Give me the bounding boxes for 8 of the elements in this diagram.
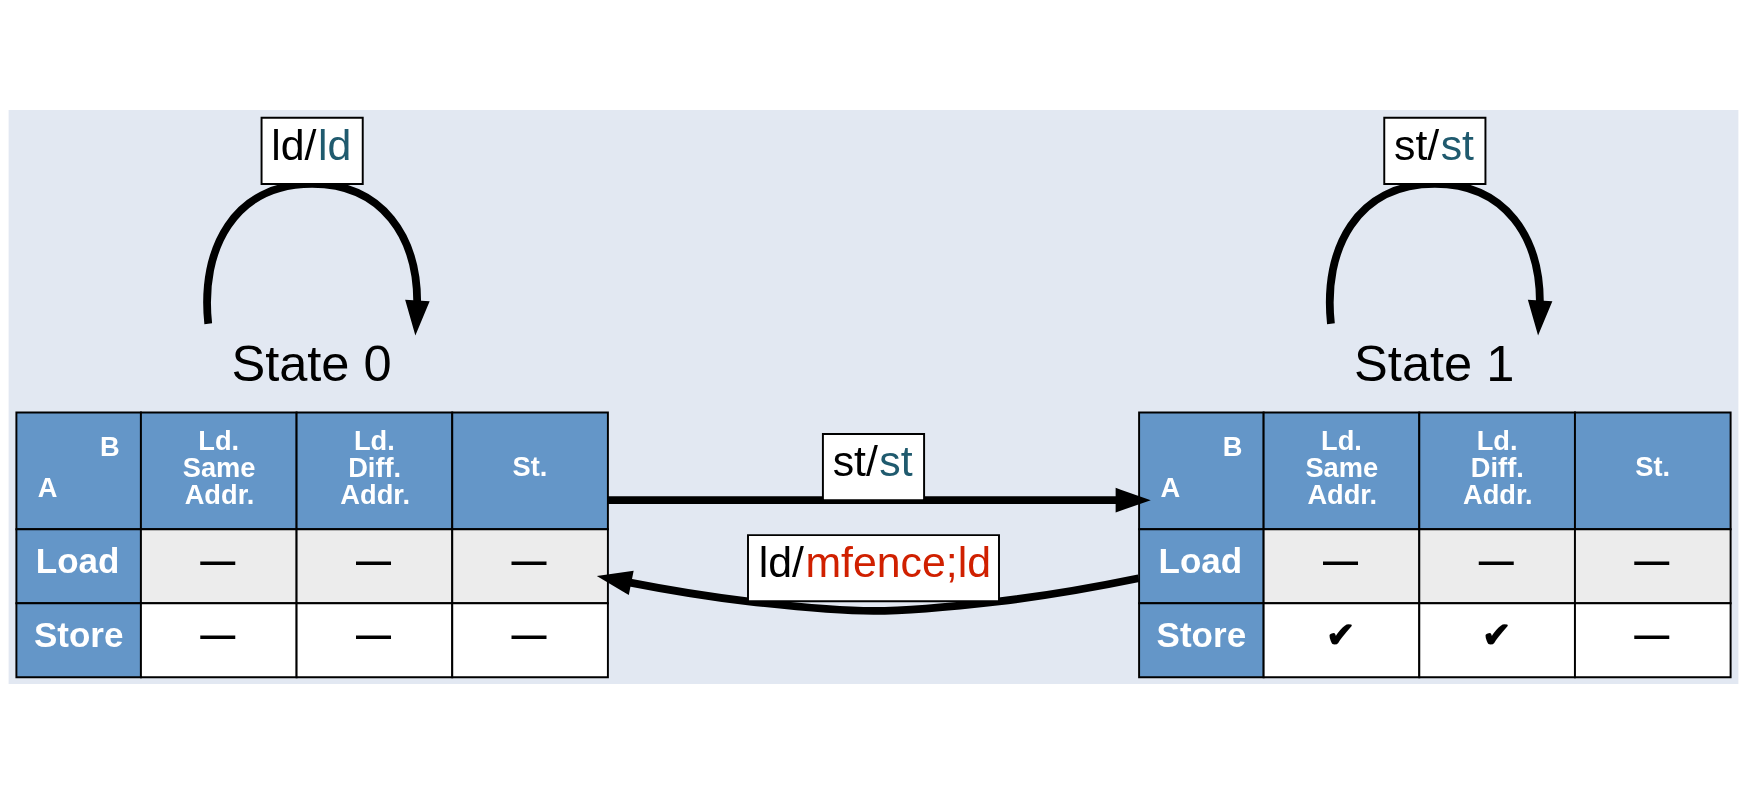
arrow [596, 570, 1140, 615]
edge-label: st/st [832, 436, 913, 485]
edge-label: ld/mfence;ld [758, 537, 991, 586]
arrow [608, 487, 1151, 512]
edge-label: st/st [1393, 120, 1474, 169]
edge-label: ld/ld [271, 120, 352, 169]
node-label: State 1 [1354, 334, 1515, 392]
node-label: State 0 [231, 334, 392, 392]
